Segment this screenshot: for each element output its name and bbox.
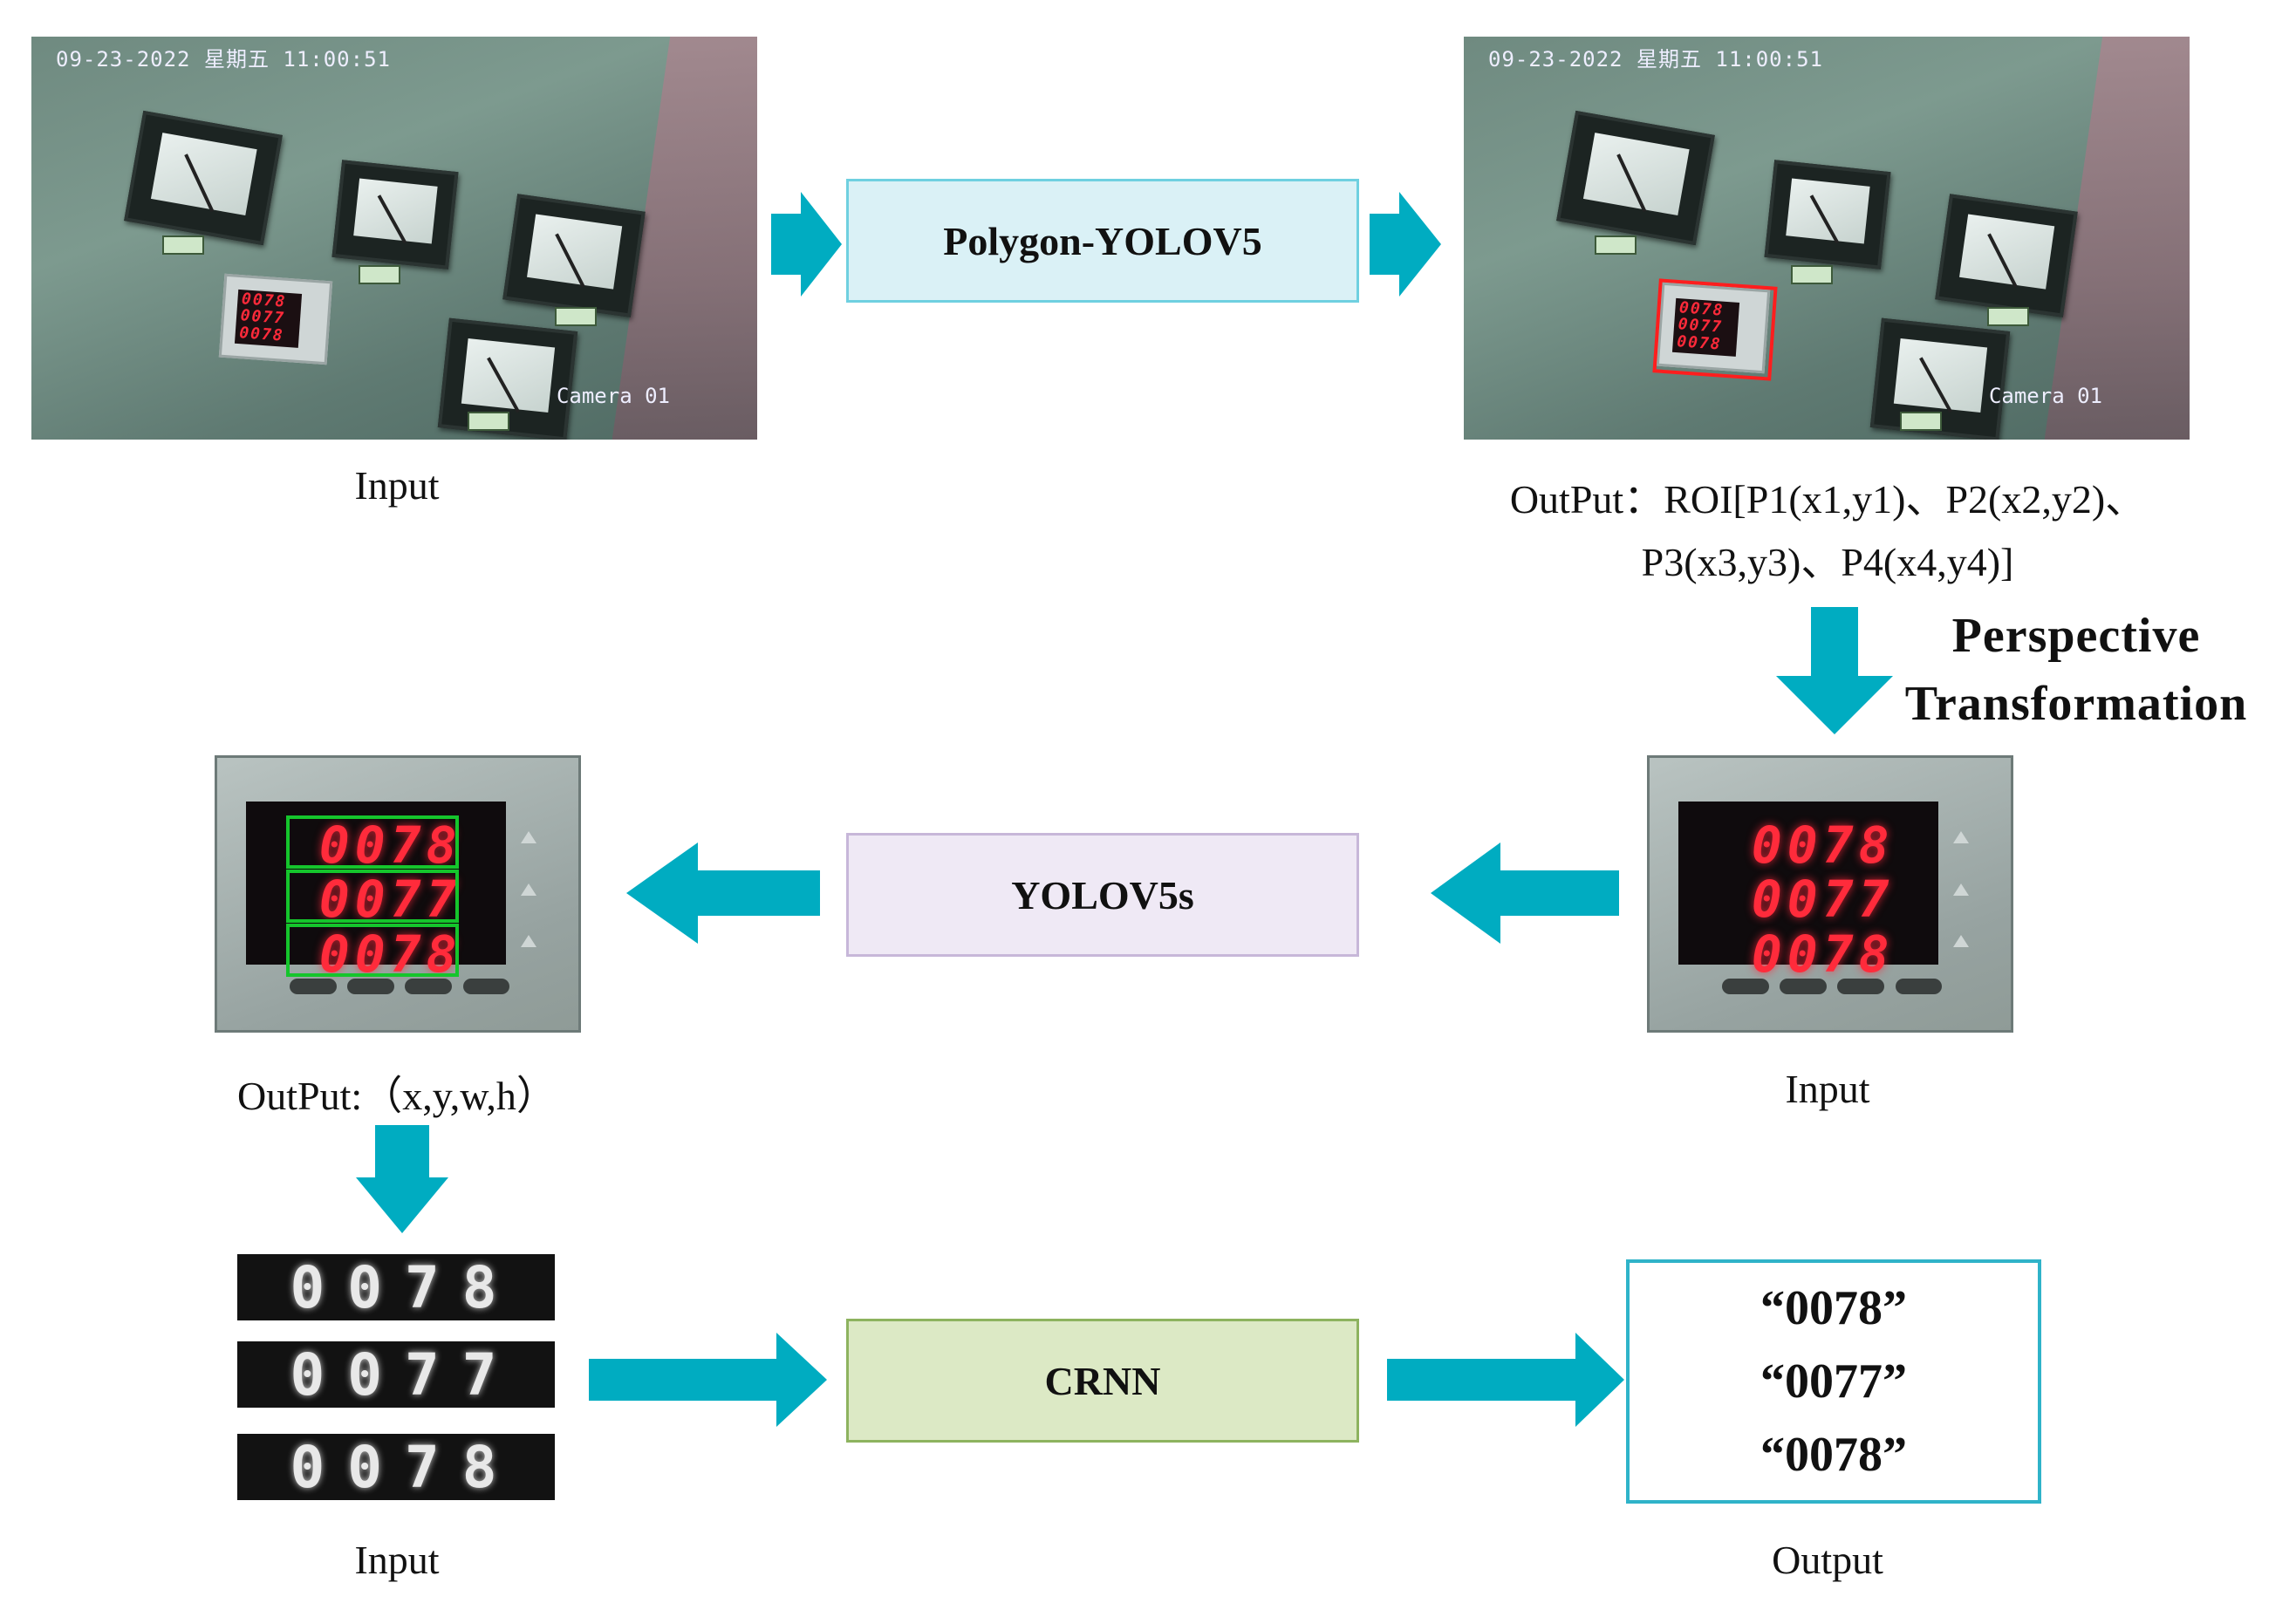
meter-digits: 0077 bbox=[318, 870, 462, 930]
recognition-output-box: “0078” “0077” “0078” bbox=[1626, 1259, 2041, 1504]
arrow-down-icon bbox=[1776, 607, 1893, 734]
meter-tag bbox=[555, 307, 597, 326]
meter-tag bbox=[1791, 265, 1833, 284]
crnn-box: CRNN bbox=[846, 1319, 1359, 1443]
perspective-line1: Perspective bbox=[1951, 609, 2201, 663]
meter-button bbox=[1721, 978, 1769, 995]
detection-box bbox=[285, 869, 460, 923]
arrow-down-icon bbox=[356, 1125, 448, 1233]
polygon-yolov5-box: Polygon-YOLOV5 bbox=[846, 179, 1359, 303]
meter-button bbox=[405, 978, 453, 995]
indicator-icon bbox=[1952, 831, 1969, 844]
photo-timestamp: 09-23-2022 星期五 11:00:51 bbox=[1488, 47, 1823, 72]
digit-crop: 0078 bbox=[237, 1254, 555, 1321]
camera-label: Camera 01 bbox=[556, 384, 670, 408]
bbox-output-caption: OutPut:（x,y,w,h） bbox=[237, 1074, 557, 1118]
meter-screen bbox=[246, 801, 507, 965]
meter-digits: 0078 bbox=[1751, 815, 1895, 875]
indicator-icon bbox=[520, 934, 536, 947]
meter-digits: 0078 bbox=[318, 815, 462, 875]
camera-label: Camera 01 bbox=[1988, 384, 2102, 408]
meter-tag bbox=[1987, 307, 2029, 326]
input-caption: Input bbox=[354, 463, 440, 508]
arrow-left-icon bbox=[1431, 843, 1619, 944]
indicator-icon bbox=[1952, 934, 1969, 947]
input-caption-bottom: Input bbox=[354, 1538, 440, 1582]
arrow-left-icon bbox=[626, 843, 820, 944]
meter-tag bbox=[162, 235, 204, 255]
meter-button bbox=[1837, 978, 1885, 995]
input-photo: 09-23-2022 星期五 11:00:51 0078 0077 0078 C… bbox=[31, 37, 757, 440]
meter-digits: 0078 bbox=[1751, 924, 1895, 984]
arrow-right-icon bbox=[1370, 192, 1441, 297]
digit-crop: 0078 bbox=[237, 1434, 555, 1501]
digit-crop: 0077 bbox=[237, 1341, 555, 1409]
arrow-right-icon bbox=[1387, 1333, 1624, 1427]
arrow-right-icon bbox=[771, 192, 842, 297]
meter-digits: 0077 bbox=[1751, 870, 1895, 930]
meter-button bbox=[289, 978, 337, 995]
output-caption-bottom: Output bbox=[1772, 1538, 1883, 1582]
indicator-icon bbox=[1952, 883, 1969, 896]
perspective-line2: Transformation bbox=[1904, 677, 2248, 731]
input-caption-mid: Input bbox=[1785, 1067, 1870, 1111]
photo-timestamp: 09-23-2022 星期五 11:00:51 bbox=[56, 47, 391, 72]
indicator-icon bbox=[520, 831, 536, 844]
result-line: “0078” bbox=[1760, 1281, 1907, 1335]
arrow-right-icon bbox=[589, 1333, 827, 1427]
yolov5s-box: YOLOV5s bbox=[846, 833, 1359, 957]
meter-tag bbox=[359, 265, 400, 284]
detection-box bbox=[285, 924, 460, 978]
detected-meter-output: 0078 0077 0078 bbox=[215, 755, 581, 1033]
meter-tag bbox=[1595, 235, 1637, 255]
perspective-transformation-label: Perspective Transformation bbox=[1867, 602, 2286, 738]
meter-button bbox=[347, 978, 394, 995]
indicator-icon bbox=[520, 883, 536, 896]
roi-output-caption-line1: OutPut：ROI[P1(x1,y1)、P2(x2,y2)、 bbox=[1509, 477, 2146, 522]
meter-button bbox=[1780, 978, 1827, 995]
rectified-meter-input: 0078 0077 0078 bbox=[1647, 755, 2013, 1033]
meter-button bbox=[462, 978, 510, 995]
meter-digits: 0078 bbox=[318, 924, 462, 984]
meter-tag bbox=[468, 412, 509, 431]
meter-button bbox=[1895, 978, 1943, 995]
meter-screen bbox=[1678, 801, 1939, 965]
output-photo: 09-23-2022 星期五 11:00:51 0078 0077 0078 C… bbox=[1464, 37, 2190, 440]
result-line: “0078” bbox=[1760, 1428, 1907, 1482]
detection-box bbox=[285, 815, 460, 869]
meter-tag bbox=[1900, 412, 1942, 431]
roi-output-caption-line2: P3(x3,y3)、P4(x4,y4)] bbox=[1641, 540, 2014, 584]
result-line: “0077” bbox=[1760, 1354, 1907, 1409]
